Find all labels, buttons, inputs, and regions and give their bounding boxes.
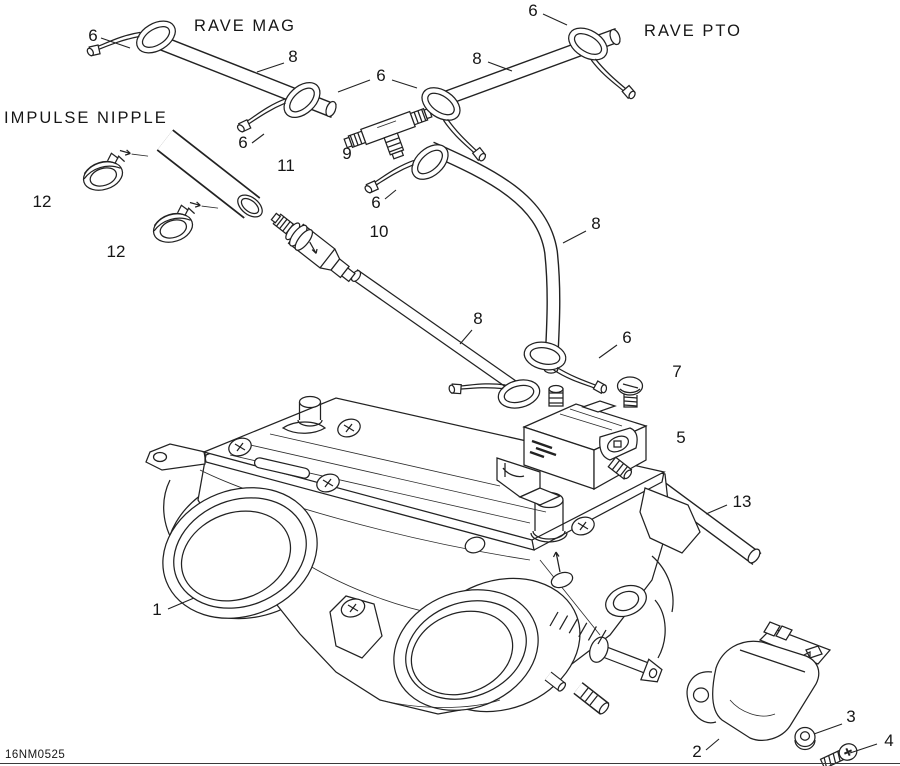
callout-number-6: 6 (376, 66, 385, 85)
clamp-band (77, 142, 155, 196)
callout-leader-line (849, 743, 878, 754)
callout-number-6: 6 (238, 133, 247, 152)
sensor-screw (819, 743, 858, 766)
callout-number-5: 5 (676, 428, 685, 447)
callout-number-8: 8 (591, 214, 600, 233)
callout-number-3: 3 (846, 707, 855, 726)
callout-number-7: 7 (672, 362, 681, 381)
callout-leader-line (384, 189, 397, 200)
callout-number-4: 4 (884, 731, 893, 750)
callout-number-12: 12 (107, 242, 126, 261)
callout-leader-line (542, 13, 568, 26)
plate-screws (228, 418, 595, 554)
label-impulse-nipple: IMPULSE NIPPLE (4, 109, 168, 127)
vent-nipple (297, 395, 323, 427)
callout-number-6: 6 (371, 193, 380, 212)
callout-number-10: 10 (370, 222, 389, 241)
callout-leader-line (100, 37, 131, 49)
throttle-shaft (589, 636, 663, 683)
callout-number-11: 11 (277, 156, 295, 175)
callout-leader-line (562, 230, 587, 244)
callout-number-13: 13 (733, 492, 752, 511)
callout-leader-line (705, 504, 728, 515)
tee-fitting (343, 107, 433, 160)
callout-leader-line (251, 133, 265, 144)
callout-leader-line (598, 344, 618, 359)
callout-number-8: 8 (288, 47, 297, 66)
callout-number-1: 1 (152, 600, 161, 619)
fuel-fitting (544, 671, 567, 692)
impulse-nipple-hose (156, 129, 263, 219)
callout-number-6: 6 (88, 26, 97, 45)
sensor (686, 621, 832, 741)
hose-impulse-line (350, 269, 532, 401)
check-valve (270, 212, 356, 283)
callout-leader-line (167, 597, 195, 610)
callout-leader-line (459, 329, 473, 345)
callout-leader-line (705, 738, 720, 751)
callout-leader-line (337, 79, 371, 93)
callout-number-12: 12 (33, 192, 52, 211)
callout-number-6: 6 (528, 1, 537, 20)
callout-number-2: 2 (692, 742, 701, 761)
fuel-fitting (573, 682, 610, 715)
callout-leader-line (487, 61, 513, 72)
callout-number-8: 8 (473, 309, 482, 328)
label-rave-mag: RAVE MAG (194, 17, 296, 35)
label-rave-pto: RAVE PTO (644, 22, 742, 40)
callout-leader-line (256, 62, 285, 73)
callout-leader-line (391, 79, 418, 89)
callout-number-8: 8 (472, 49, 481, 68)
clamp-band (147, 194, 225, 248)
callout-leader-line (813, 723, 843, 735)
figure-code: 16NM0525 (5, 749, 65, 761)
callout-number-6: 6 (622, 328, 631, 347)
throttle-body (145, 395, 701, 715)
clamp-spring (84, 3, 182, 84)
solenoid-valve (496, 384, 648, 506)
callout-number-9: 9 (342, 144, 351, 163)
solenoid-screw (616, 376, 644, 408)
washer (794, 726, 816, 751)
